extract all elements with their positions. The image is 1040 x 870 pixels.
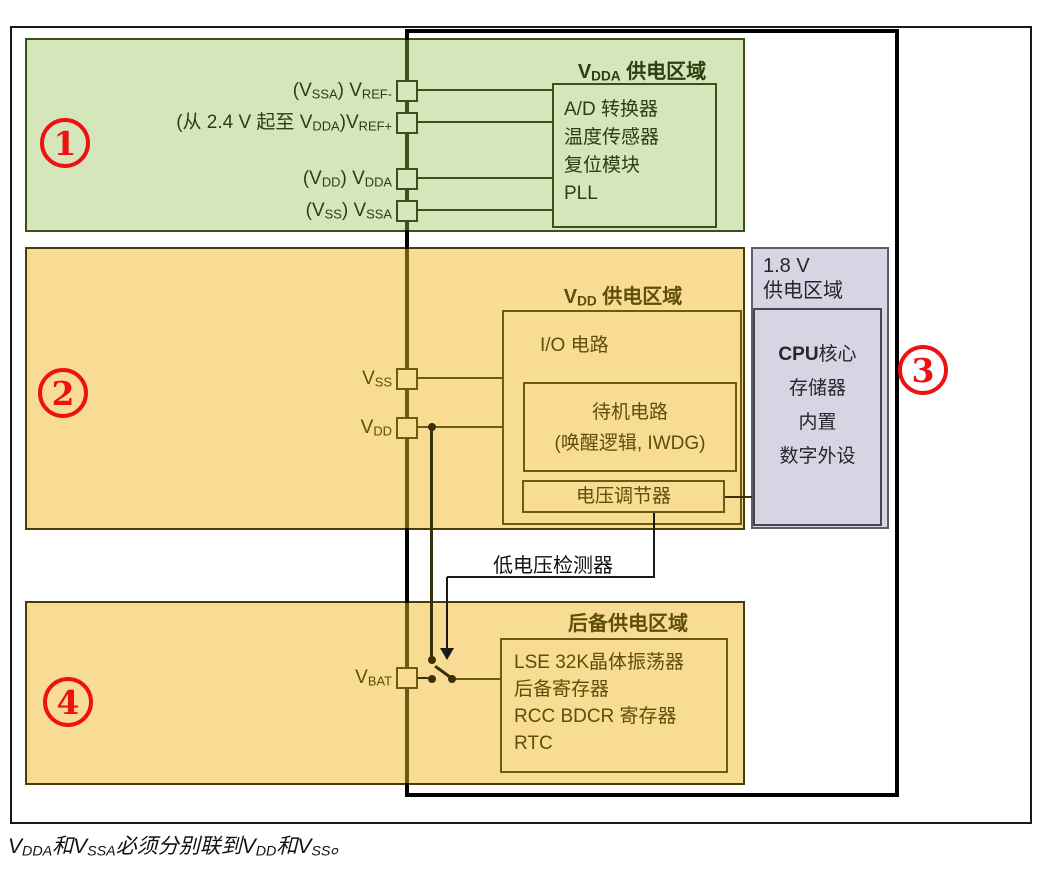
lvd-wire-down (653, 513, 655, 577)
backup-module-line: LSE 32K晶体振荡器 (514, 652, 684, 673)
v18-title-line2: 供电区域 (763, 280, 843, 302)
analog-module-line: 温度传感器 (564, 127, 660, 148)
badge-2: 2 (38, 368, 88, 418)
io-circuitry-box (502, 310, 742, 525)
pin-label-vref-minus: (VSSA) VREF- (292, 80, 392, 102)
region-backup-supply (25, 601, 745, 785)
pin-vbat (396, 667, 418, 689)
badge-4: 4 (43, 677, 93, 727)
pin-label-vdd: VDD (360, 417, 392, 439)
backup-module-line: 后备寄存器 (514, 679, 610, 700)
switch-to-backup-wire (452, 678, 500, 680)
figure-caption: VDDA和VSSA必须分别联到VDD和VSS。 (8, 835, 352, 860)
badge-1: 1 (40, 118, 90, 168)
vref-plus-wire (418, 121, 552, 123)
pin-label-vref-plus: (从 2.4 V 起至 VDDA)VREF+ (176, 112, 392, 134)
standby-line: 待机电路 (591, 402, 668, 423)
pin-vref-minus (396, 80, 418, 102)
badge-3: 3 (898, 345, 948, 395)
vbat-to-switch-wire (418, 677, 428, 679)
core-line: 数字外设 (779, 446, 856, 467)
figure-border (10, 26, 1032, 824)
region-vdda-supply (25, 38, 745, 232)
lvd-label: 低电压检测器 (493, 555, 613, 577)
pin-vdd (396, 417, 418, 439)
region-18v-supply (751, 247, 889, 529)
pin-vdda (396, 168, 418, 190)
lvd-wire-across (447, 576, 655, 578)
io-circuitry-label: I/O 电路 (540, 335, 609, 356)
standby-line: (唤醒逻辑, IWDG) (554, 433, 706, 454)
region-vdd-supply (25, 247, 745, 530)
vdd-region-title: VDD 供电区域 (563, 286, 683, 309)
v18-region-title: 1.8 V 供电区域 (763, 254, 883, 304)
pin-vss (396, 368, 418, 390)
regulator-to-core-wire (725, 496, 752, 498)
backup-module-line: RCC BDCR 寄存器 (514, 706, 677, 727)
switch-pole-dot (448, 675, 456, 683)
vdda-wire (418, 177, 552, 179)
pin-label-vssa: (VSS) VSSA (305, 200, 392, 222)
lvd-arrowhead (440, 648, 454, 660)
vssa-wire (418, 209, 552, 211)
analog-module-line: PLL (564, 183, 598, 204)
core-line: CPU核心 (778, 344, 857, 365)
vdda-region-title: VDDA 供电区域 (577, 61, 707, 84)
analog-modules-box: A/D 转换器 温度传感器 复位模块 PLL (552, 83, 717, 228)
backup-module-line: RTC (514, 733, 553, 754)
pin-rail-green (405, 40, 409, 230)
pin-label-vdda: (VDD) VDDA (302, 168, 392, 190)
pin-vssa (396, 200, 418, 222)
pin-label-vbat: VBAT (355, 667, 392, 689)
lvd-wire-to-switch (446, 577, 448, 649)
standby-circuitry-box: 待机电路 (唤醒逻辑, IWDG) (523, 382, 737, 472)
core-line: 存储器 (788, 378, 846, 399)
core-line: 内置 (798, 412, 837, 433)
vdd-to-switch-wire (430, 427, 433, 659)
cpu-core-box: CPU核心 存储器 内置 数字外设 (753, 308, 882, 526)
pin-label-vss: VSS (362, 368, 392, 390)
vdd-wire (418, 426, 502, 428)
analog-module-line: 复位模块 (564, 155, 641, 176)
backup-modules-box: LSE 32K晶体振荡器 后备寄存器 RCC BDCR 寄存器 RTC (500, 638, 728, 773)
switch-contact-vdd-dot (428, 656, 436, 664)
vss-wire (418, 377, 502, 379)
voltage-regulator-box: 电压调节器 (522, 480, 725, 513)
pin-rail-yellow-bottom (405, 603, 409, 783)
analog-module-line: A/D 转换器 (564, 99, 658, 120)
switch-contact-vbat-dot (428, 675, 436, 683)
vref-minus-wire (418, 89, 552, 91)
vdd-junction-dot (428, 423, 436, 431)
backup-region-title: 后备供电区域 (568, 613, 688, 635)
pin-vref-plus (396, 112, 418, 134)
v18-title-line1: 1.8 V (763, 255, 810, 277)
